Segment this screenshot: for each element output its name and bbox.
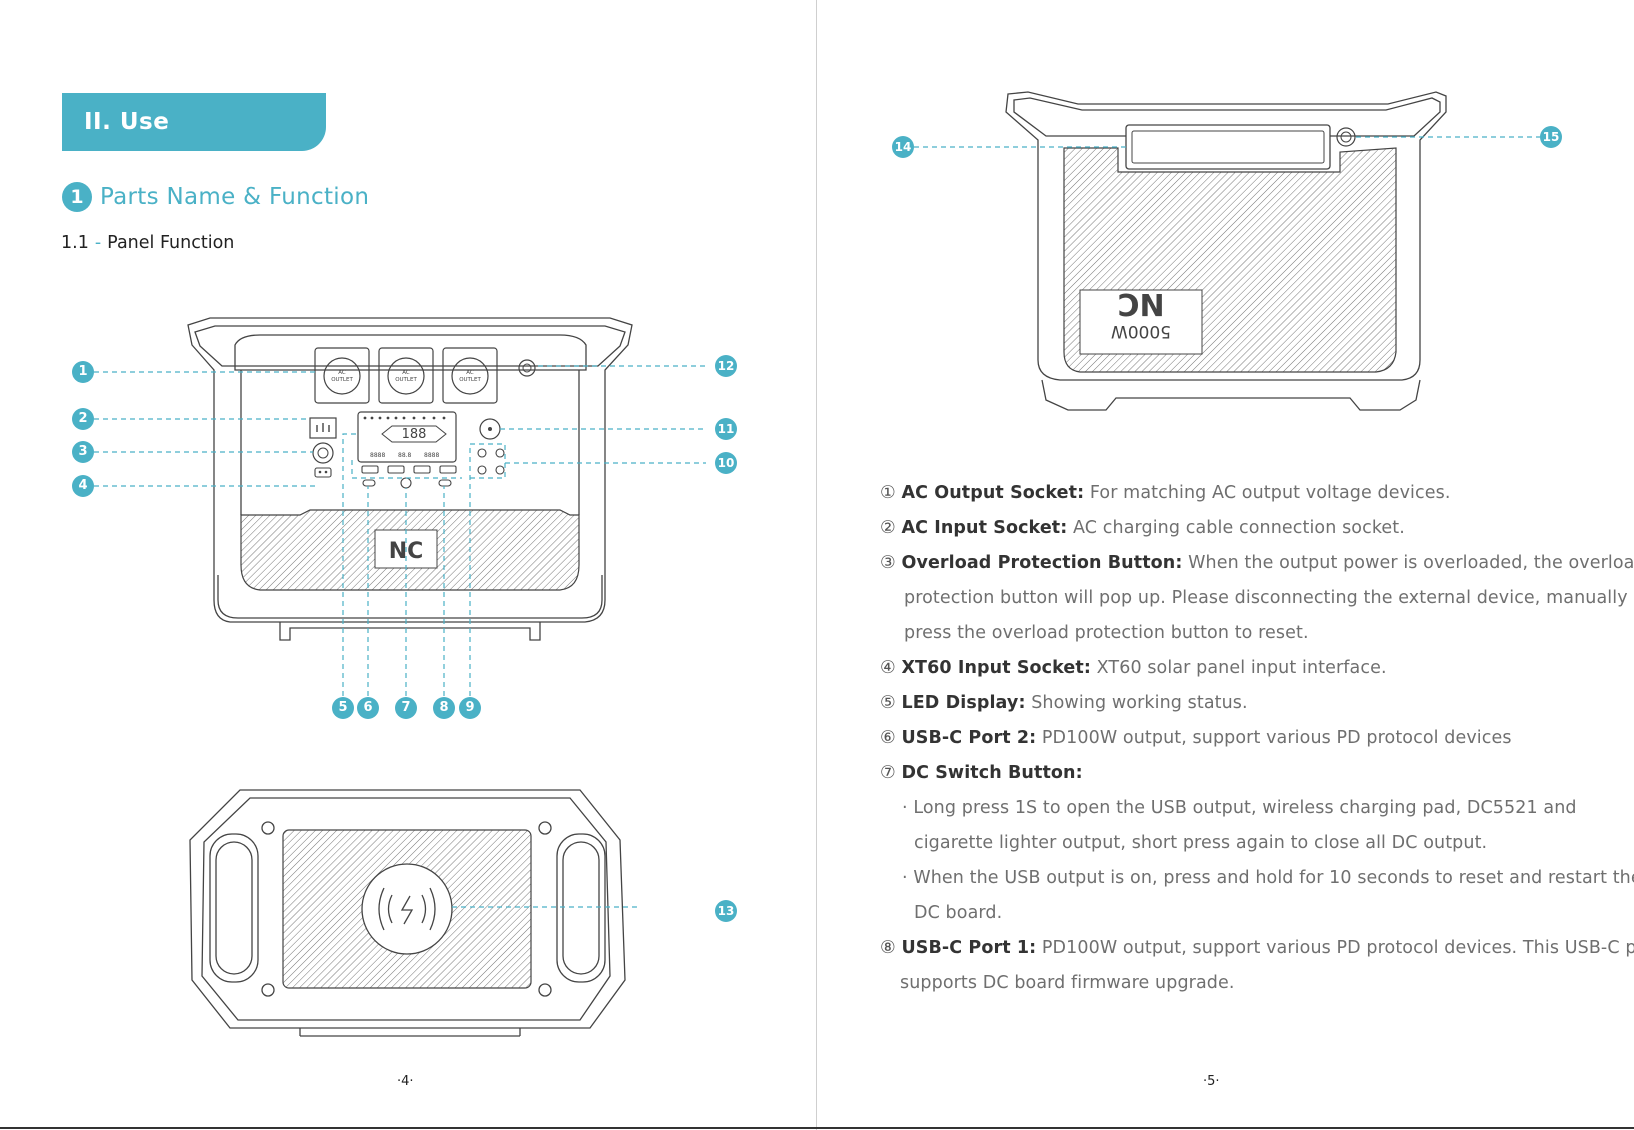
desc-item-3: ③ Overload Protection Button: When the o… xyxy=(880,546,1634,581)
callout-14: 14 xyxy=(892,136,914,158)
desc-label: LED Display: xyxy=(901,693,1026,713)
subheading-title: Panel Function xyxy=(107,233,235,253)
desc-text: PD100W output, support various PD protoc… xyxy=(1041,728,1512,748)
desc-index: ⑦ xyxy=(880,763,896,783)
callout-7: 7 xyxy=(395,697,417,719)
desc-text: When the output power is overloaded, the… xyxy=(1188,553,1634,573)
callout-6: 6 xyxy=(357,697,379,719)
callout-8: 8 xyxy=(433,697,455,719)
round-port-icon xyxy=(518,359,536,377)
display-right: 8888 xyxy=(424,452,439,459)
callout-3: 3 xyxy=(72,441,94,463)
desc-text: XT60 solar panel input interface. xyxy=(1096,658,1387,678)
desc-continuation: protection button will pop up. Please di… xyxy=(904,588,1628,608)
desc-text: For matching AC output voltage devices. xyxy=(1089,483,1451,503)
heading-title: Parts Name & Function xyxy=(100,184,370,210)
callout-10: 10 xyxy=(715,452,737,474)
ac-outlet-label-1: AC xyxy=(466,370,474,376)
ac-outlet-label-1: AC xyxy=(402,370,410,376)
section-heading: 1 Parts Name & Function xyxy=(62,182,369,212)
back-display-window xyxy=(1125,124,1331,170)
parts-description-list: ① AC Output Socket: For matching AC outp… xyxy=(880,476,1634,1001)
page-number-left: ·4· xyxy=(397,1074,414,1089)
desc-index: ⑥ xyxy=(880,728,896,748)
desc-item-2: ② AC Input Socket: AC charging cable con… xyxy=(880,511,1620,546)
display-mid: 88.8 xyxy=(398,452,412,459)
usb-ports xyxy=(361,465,457,489)
callout-2: 2 xyxy=(72,408,94,430)
xt60-socket xyxy=(314,467,332,478)
back-logo: NC xyxy=(1117,286,1164,321)
callout-11: 11 xyxy=(715,418,737,440)
desc-label: AC Input Socket: xyxy=(901,518,1068,538)
display-left: 8888 xyxy=(370,452,385,459)
desc-bullet-continuation: DC board. xyxy=(914,903,1003,923)
ac-outlet-label-2: OUTLET xyxy=(459,377,481,383)
desc-index: ① xyxy=(880,483,896,503)
back-power-label: 5000W xyxy=(1111,321,1171,341)
callout-leaders xyxy=(94,365,706,696)
desc-item-6: ⑥ USB-C Port 2: PD100W output, support v… xyxy=(880,721,1620,756)
desc-item-8: ⑧ USB-C Port 1: PD100W output, support v… xyxy=(880,931,1634,966)
front-panel-body xyxy=(187,317,633,641)
callout-15: 15 xyxy=(1540,126,1562,148)
page-spine xyxy=(816,0,817,1130)
desc-item-5: ⑤ LED Display: Showing working status. xyxy=(880,686,1620,721)
overload-button xyxy=(312,442,334,464)
desc-item-4: ④ XT60 Input Socket: XT60 solar panel in… xyxy=(880,651,1620,686)
desc-text: AC charging cable connection socket. xyxy=(1073,518,1405,538)
display-digits: 188 xyxy=(402,427,427,442)
desc-text: PD100W output, support various PD protoc… xyxy=(1041,938,1634,958)
desc-label: XT60 Input Socket: xyxy=(901,658,1091,678)
callout-1: 1 xyxy=(72,361,94,383)
led-display xyxy=(357,411,457,463)
top-view-diagram xyxy=(189,789,640,1037)
desc-index: ⑧ xyxy=(880,938,896,958)
desc-label: DC Switch Button: xyxy=(901,763,1083,783)
back-button-icon xyxy=(1336,127,1356,147)
callout-4: 4 xyxy=(72,475,94,497)
wireless-charging-icon xyxy=(361,863,453,955)
callout-13: 13 xyxy=(715,900,737,922)
desc-label: USB-C Port 1: xyxy=(901,938,1037,958)
desc-index: ③ xyxy=(880,553,896,573)
ac-outlet-label-2: OUTLET xyxy=(331,377,353,383)
desc-label: Overload Protection Button: xyxy=(901,553,1183,573)
desc-label: AC Output Socket: xyxy=(901,483,1085,503)
subheading-dash: - xyxy=(94,233,102,253)
desc-continuation: supports DC board firmware upgrade. xyxy=(900,973,1235,993)
bottom-rule xyxy=(0,1127,1634,1129)
ac-input-socket xyxy=(309,417,337,439)
desc-index: ⑤ xyxy=(880,693,896,713)
callout-9: 9 xyxy=(459,697,481,719)
ac-outlet-label-1: AC xyxy=(338,370,346,376)
desc-continuation: press the overload protection button to … xyxy=(904,623,1309,643)
subheading-number: 1.1 xyxy=(61,233,89,253)
callout-5: 5 xyxy=(332,697,354,719)
desc-index: ④ xyxy=(880,658,896,678)
page-number-right: ·5· xyxy=(1203,1074,1220,1089)
ac-outlets xyxy=(314,347,498,404)
desc-bullet-continuation: cigarette lighter output, short press ag… xyxy=(914,833,1488,853)
desc-bullet: · When the USB output is on, press and h… xyxy=(902,868,1634,888)
desc-label: USB-C Port 2: xyxy=(901,728,1037,748)
section-tab: II. Use Instructions xyxy=(62,93,326,193)
ac-outlet-label-2: OUTLET xyxy=(395,377,417,383)
dc5521-ports xyxy=(477,448,505,475)
heading-number: 1 xyxy=(62,182,92,212)
subheading: 1.1-Panel Function xyxy=(61,233,234,253)
desc-bullet: · Long press 1S to open the USB output, … xyxy=(902,798,1577,818)
desc-text: Showing working status. xyxy=(1031,693,1248,713)
front-panel-diagram: AC OUTLET AC OUTLET AC OUTLET 188 8888 8… xyxy=(94,317,706,696)
desc-index: ② xyxy=(880,518,896,538)
desc-item-7: ⑦ DC Switch Button: xyxy=(880,756,1620,791)
callout-12: 12 xyxy=(715,355,737,377)
back-panel-diagram: 5000W NC xyxy=(914,91,1540,411)
desc-item-1: ① AC Output Socket: For matching AC outp… xyxy=(880,476,1620,511)
